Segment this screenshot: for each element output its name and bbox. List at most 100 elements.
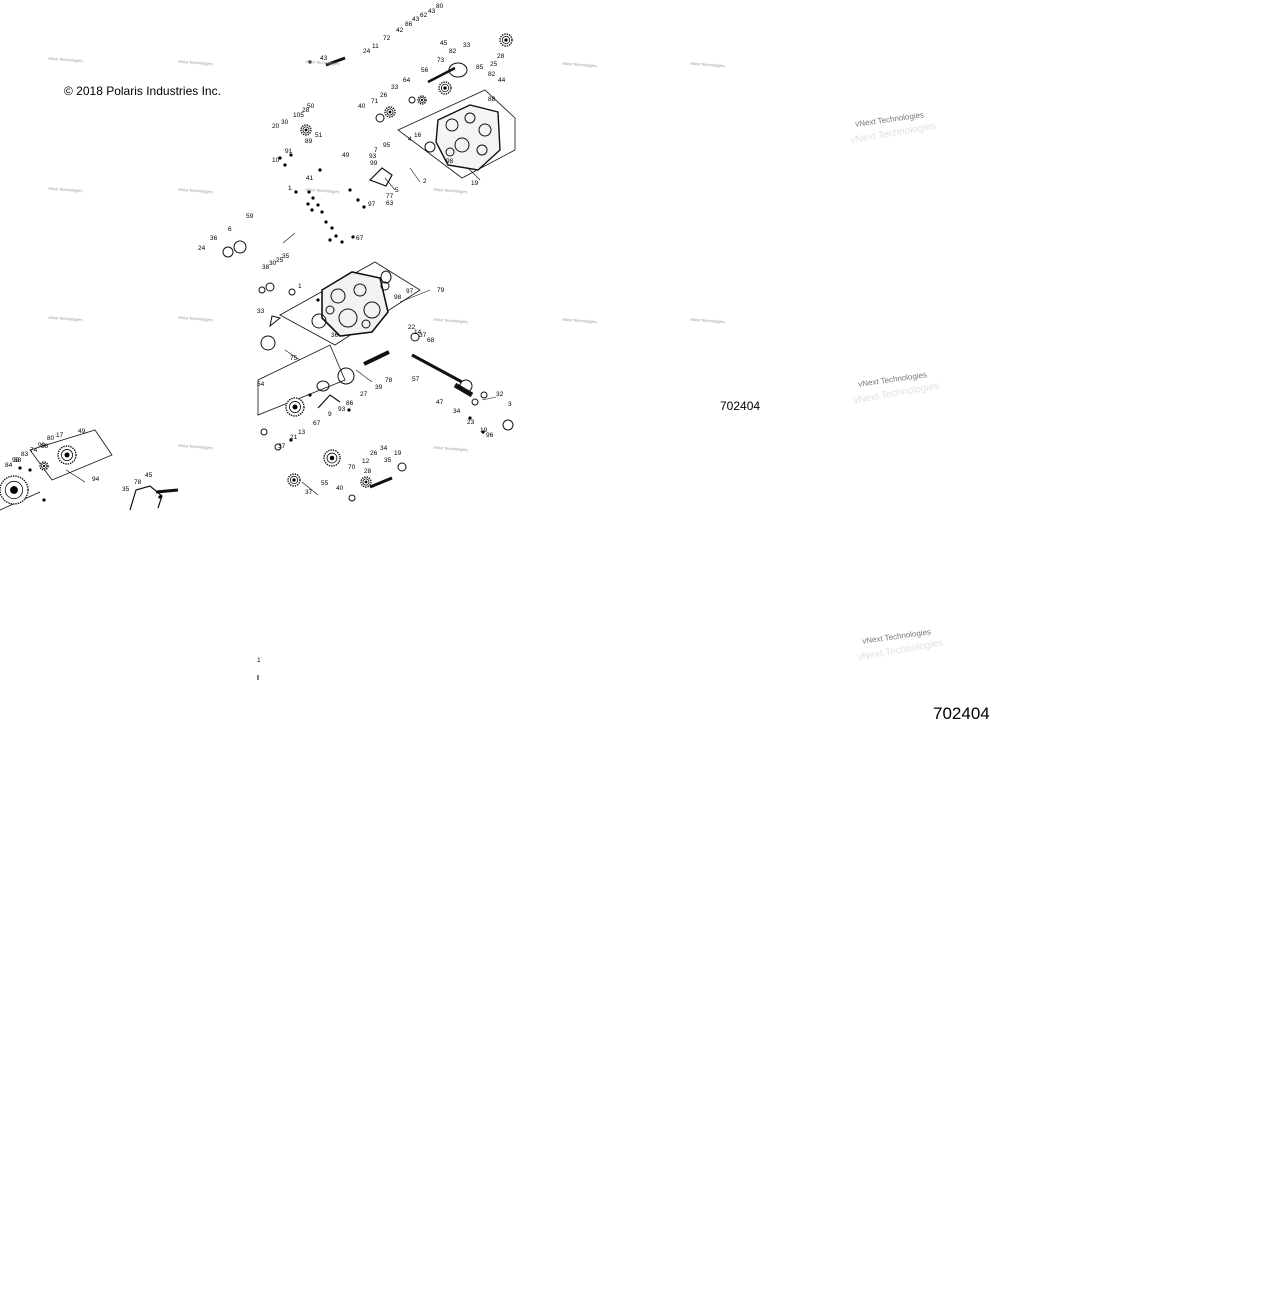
seal-ring-15 bbox=[258, 286, 266, 294]
fastener-13 bbox=[278, 156, 282, 160]
callout-label-upper: 51 bbox=[315, 132, 323, 139]
bracket-small-middle bbox=[269, 315, 282, 328]
callout-label-upper: 42 bbox=[396, 27, 404, 34]
mount-bracket-left bbox=[129, 485, 163, 511]
seal-ring-9 bbox=[397, 462, 407, 472]
callout-label-upper: 5 bbox=[395, 187, 399, 194]
part-number-label: 702404 bbox=[720, 399, 761, 413]
callout-label-upper: 82 bbox=[488, 71, 496, 78]
seal-ring-6 bbox=[410, 332, 420, 342]
callout-label-upper: 45 bbox=[440, 40, 448, 47]
callout-label-upper: 19 bbox=[471, 180, 479, 187]
callout-label-middle: 35 bbox=[384, 457, 392, 464]
leader-84 bbox=[65, 469, 86, 483]
callout-label-upper: 10 bbox=[272, 157, 280, 164]
output-yoke bbox=[453, 382, 474, 398]
gear-upper-a-bore bbox=[443, 86, 447, 90]
gear-upper-b-bore bbox=[420, 98, 424, 102]
fastener-8 bbox=[334, 234, 338, 238]
gear-upper-e-bore bbox=[504, 38, 508, 42]
callout-label-upper: 95 bbox=[383, 142, 391, 149]
callout-label-left: 58 bbox=[14, 457, 22, 464]
fastener-21 bbox=[347, 408, 351, 412]
fastener-18 bbox=[356, 198, 360, 202]
seal-ring-7 bbox=[260, 335, 276, 351]
gear-left-b bbox=[0, 475, 29, 505]
callout-label-upper: 73 bbox=[437, 57, 445, 64]
fastener-17 bbox=[348, 188, 352, 192]
fastener-15 bbox=[289, 153, 293, 157]
callout-label-upper: 33 bbox=[391, 84, 399, 91]
callout-label-middle: 55 bbox=[321, 480, 329, 487]
fastener-14 bbox=[283, 163, 287, 167]
gear-middle-c-bore bbox=[364, 480, 368, 484]
fastener-0 bbox=[307, 190, 311, 194]
callout-label-left: 78 bbox=[134, 479, 142, 486]
callout-label-middle: 97 bbox=[406, 288, 414, 295]
callout-label-left: 80 bbox=[47, 435, 55, 442]
gear-upper-a bbox=[438, 81, 452, 95]
callout-label-middle: 79 bbox=[437, 287, 445, 294]
callout-label-middle: 68 bbox=[427, 337, 435, 344]
seal-ring-4 bbox=[316, 380, 330, 392]
seal-ring-19 bbox=[274, 443, 282, 451]
callout-label-left: 88 bbox=[41, 443, 49, 450]
fastener-29 bbox=[28, 468, 32, 472]
callout-label-middle: 78 bbox=[385, 377, 393, 384]
callout-labels-layer: 4311247242864362438056647382337126334050… bbox=[5, 3, 512, 664]
callout-label-middle: 59 bbox=[246, 213, 254, 220]
callout-label-middle: 23 bbox=[467, 419, 475, 426]
gear-middle-b bbox=[323, 449, 341, 467]
callout-label-middle: 1 bbox=[298, 283, 302, 290]
part-number-large-label: 702404 bbox=[933, 704, 990, 723]
callout-label-upper: 80 bbox=[436, 3, 444, 10]
leader-77 bbox=[384, 177, 396, 191]
gear-upper-d bbox=[300, 124, 312, 136]
gear-upper-d-hub bbox=[302, 126, 310, 134]
seal-ring-13 bbox=[222, 246, 234, 258]
callout-label-middle: 13 bbox=[298, 429, 306, 436]
gear-upper-e-hub bbox=[501, 35, 511, 45]
seal-ring-3 bbox=[337, 367, 355, 385]
middle-left-frame bbox=[257, 344, 346, 416]
callout-label-left: 90 bbox=[38, 442, 46, 449]
callout-label-left: 17 bbox=[56, 432, 64, 439]
seal-ring-5 bbox=[380, 270, 392, 284]
upper-case-body bbox=[435, 104, 501, 171]
upper-shaft-b bbox=[427, 66, 456, 84]
callout-label-middle: 54 bbox=[257, 381, 265, 388]
leader-37 bbox=[301, 481, 319, 496]
upper-case-bore-2 bbox=[478, 123, 492, 137]
callout-label-upper: 41 bbox=[306, 175, 314, 182]
callout-label-middle: 86 bbox=[346, 400, 354, 407]
seal-ring-10 bbox=[502, 419, 514, 431]
gear-middle-d-hub bbox=[289, 475, 299, 485]
callout-label-upper: 89 bbox=[305, 138, 313, 145]
middle-gear-case bbox=[321, 271, 389, 337]
callout-label-left: 35 bbox=[122, 486, 130, 493]
gear-middle-a-bore bbox=[292, 404, 298, 410]
leader-88 bbox=[409, 167, 421, 183]
upper-leader-82 bbox=[467, 167, 481, 181]
middle-case-bore-5 bbox=[361, 319, 371, 329]
callout-label-upper: 43 bbox=[320, 55, 328, 62]
upper-case-bore-5 bbox=[445, 147, 455, 157]
callout-label-left: 94 bbox=[92, 476, 100, 483]
upper-shaft-a bbox=[325, 56, 346, 67]
callout-label-upper: 67 bbox=[356, 235, 364, 242]
fastener-2 bbox=[306, 202, 310, 206]
mount-bracket-middle bbox=[317, 394, 341, 409]
middle-case-bore-0 bbox=[330, 288, 346, 304]
seal-ring-20 bbox=[348, 494, 356, 502]
gear-upper-a-hub bbox=[440, 83, 450, 93]
callout-label-middle: 22 bbox=[408, 324, 416, 331]
fastener-28 bbox=[42, 498, 46, 502]
callout-label-upper: 33 bbox=[463, 42, 471, 49]
seal-ring-8 bbox=[288, 288, 296, 296]
leader-75 bbox=[284, 349, 301, 361]
callout-label-middle: 98 bbox=[394, 294, 402, 301]
seal-ring-2 bbox=[311, 313, 327, 329]
callout-label-middle: 57 bbox=[412, 376, 420, 383]
callout-label-upper: 98 bbox=[446, 158, 454, 165]
fastener-16 bbox=[308, 60, 312, 64]
